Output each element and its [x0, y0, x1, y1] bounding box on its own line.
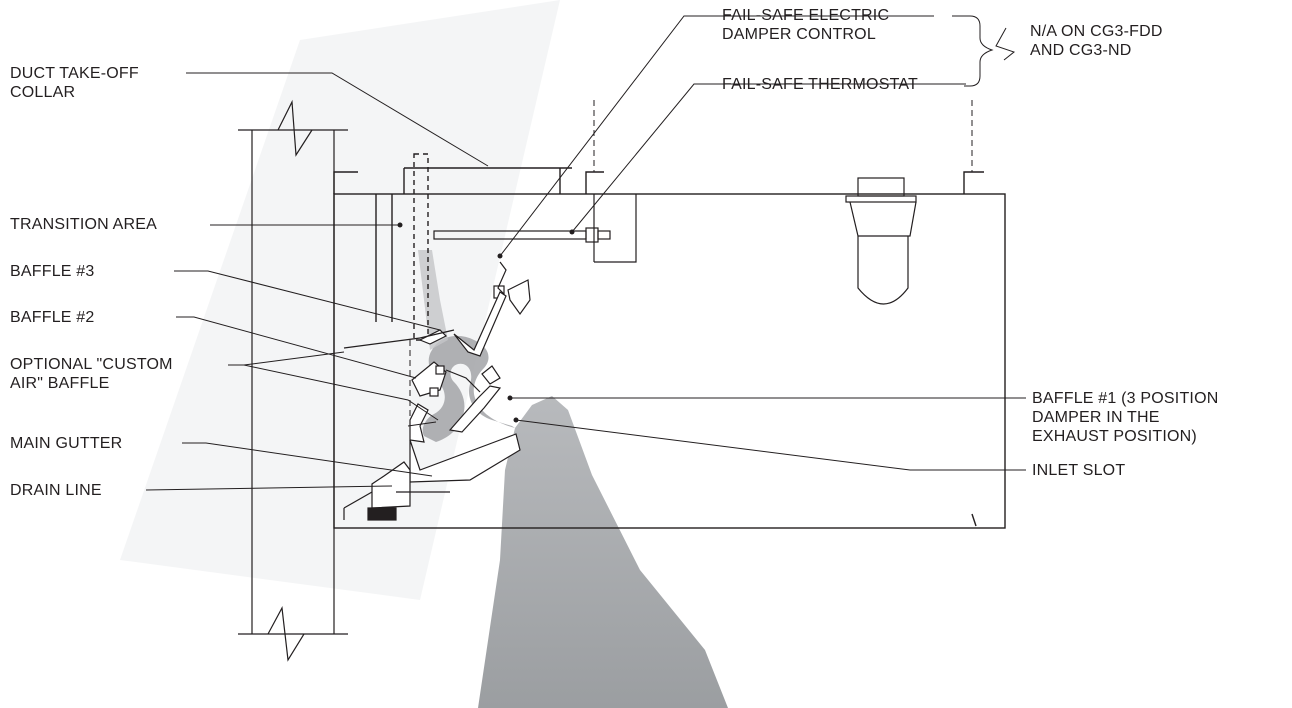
- label-baffle-2: BAFFLE #2: [10, 309, 95, 326]
- label-na-note: N/A ON CG3-FDD AND CG3-ND: [1030, 23, 1163, 59]
- label-inlet-slot: INLET SLOT: [1032, 462, 1126, 479]
- label-optional-custom-air-baffle: OPTIONAL "CUSTOM AIR" BAFFLE: [10, 356, 173, 392]
- airflow-plume: [478, 396, 728, 708]
- label-main-gutter: MAIN GUTTER: [10, 435, 123, 452]
- label-baffle-3: BAFFLE #3: [10, 263, 95, 280]
- baffle-lines: [343, 329, 481, 393]
- gutter-drain: [343, 433, 521, 521]
- callout-dots: [397, 222, 575, 423]
- leader-lines: [145, 15, 1026, 491]
- hood-body: [333, 171, 1006, 529]
- watermark-band: [120, 0, 560, 600]
- airflow-upper-stream: [418, 250, 448, 350]
- light-fixture: [845, 177, 917, 305]
- label-baffle-1: BAFFLE #1 (3 POSITION DAMPER IN THE EXHA…: [1032, 390, 1219, 445]
- label-fail-safe-thermostat: FAIL-SAFE THERMOSTAT: [722, 76, 919, 93]
- label-transition-area: TRANSITION AREA: [10, 216, 158, 233]
- label-drain-line: DRAIN LINE: [10, 482, 102, 499]
- label-fail-safe-electric-damper-control: FAIL-SAFE ELECTRIC DAMPER CONTROL: [722, 7, 890, 43]
- label-duct-takeoff-collar: DUCT TAKE-OFF COLLAR: [10, 65, 139, 101]
- airflow-inlet-curve: [422, 335, 515, 442]
- thermostat-assembly: [433, 194, 637, 316]
- baffle-assembly: [409, 291, 507, 443]
